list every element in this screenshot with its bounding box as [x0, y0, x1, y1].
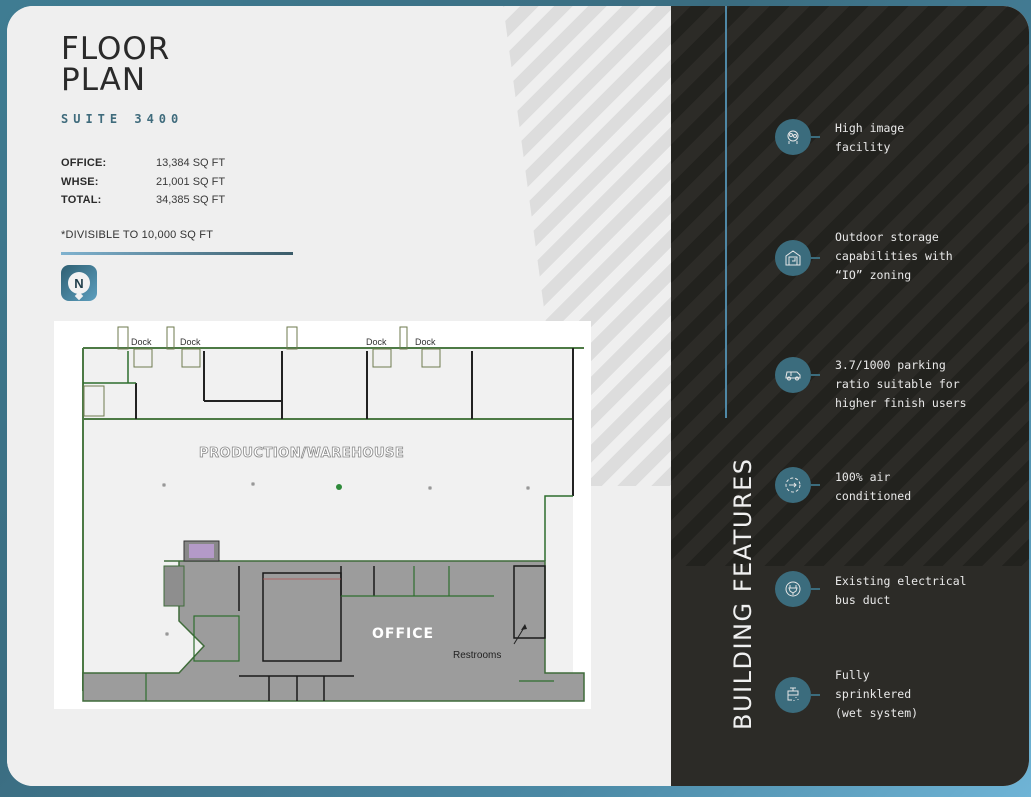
svg-text:Dock: Dock [415, 337, 436, 347]
high-image-icon [775, 119, 811, 155]
feature-text: Outdoor storage capabilities with “IO” z… [835, 230, 953, 282]
feature-text: 100% air conditioned [835, 470, 912, 503]
feature-text: Fully sprinklered (wet system) [835, 668, 919, 720]
svg-text:PRODUCTION/WAREHOUSE: PRODUCTION/WAREHOUSE [199, 446, 404, 461]
stat-warehouse: WHSE: 21,001 SQ FT [61, 173, 225, 192]
svg-text:Dock: Dock [131, 337, 152, 347]
stat-label: OFFICE: [61, 157, 107, 170]
accent-line [725, 6, 727, 418]
area-stats: OFFICE: 13,384 SQ FT WHSE: 21,001 SQ FT … [61, 154, 225, 210]
feature-electrical: Existing electrical bus duct [775, 571, 967, 610]
stat-value: 34,385 SQ FT [156, 194, 226, 207]
feature-high-image: High image facility [775, 119, 904, 157]
left-panel: FLOOR PLAN SUITE 3400 OFFICE: 13,384 SQ … [7, 6, 671, 786]
feature-air-conditioned: 100% air conditioned [775, 467, 912, 506]
svg-text:Restrooms: Restrooms [453, 650, 501, 661]
sprinkler-icon [775, 677, 811, 713]
floor-plan-svg: Dock Dock Dock Dock PRODUCTION/WAREHOUSE [82, 326, 585, 702]
north-letter: N [68, 272, 90, 294]
svg-text:Dock: Dock [366, 337, 387, 347]
connector [811, 374, 820, 376]
floor-plan-drawing: Dock Dock Dock Dock PRODUCTION/WAREHOUSE [54, 321, 591, 709]
title-line-2: PLAN [61, 62, 147, 98]
stat-office: OFFICE: 13,384 SQ FT [61, 154, 225, 173]
feature-text: 3.7/1000 parking ratio suitable for high… [835, 358, 967, 410]
connector [811, 588, 820, 590]
suite-label: SUITE 3400 [61, 112, 184, 126]
stat-value: 21,001 SQ FT [156, 175, 226, 188]
feature-outdoor-storage: Outdoor storage capabilities with “IO” z… [775, 228, 953, 285]
stat-value: 13,384 SQ FT [156, 157, 226, 170]
feature-text: High image facility [835, 121, 905, 154]
page-title: FLOOR PLAN [61, 34, 170, 96]
svg-text:OFFICE: OFFICE [372, 626, 434, 642]
divider [61, 252, 293, 255]
floor-plan-sheet: FLOOR PLAN SUITE 3400 OFFICE: 13,384 SQ … [7, 6, 1029, 786]
air-conditioning-icon [775, 467, 811, 503]
stat-total: TOTAL: 34,385 SQ FT [61, 191, 225, 210]
decorative-stripes [671, 6, 1029, 566]
feature-sprinklered: Fully sprinklered (wet system) [775, 666, 918, 723]
divisible-note: *DIVISIBLE TO 10,000 SQ FT [61, 229, 214, 241]
outdoor-storage-icon [775, 240, 811, 276]
building-features-panel: BUILDING FEATURES High image facility Ou… [671, 6, 1029, 786]
connector [811, 694, 820, 696]
features-title: BUILDING FEATURES [729, 457, 757, 730]
title-line-1: FLOOR [61, 31, 171, 67]
feature-parking: 3.7/1000 parking ratio suitable for high… [775, 356, 967, 413]
connector [811, 484, 820, 486]
feature-text: Existing electrical bus duct [835, 574, 967, 607]
stat-label: TOTAL: [61, 194, 102, 207]
svg-text:Dock: Dock [180, 337, 201, 347]
parking-car-icon [775, 357, 811, 393]
connector [811, 257, 820, 259]
stat-label: WHSE: [61, 175, 99, 188]
electrical-plug-icon [775, 571, 811, 607]
connector [811, 136, 820, 138]
north-arrow-icon: N [61, 265, 97, 301]
